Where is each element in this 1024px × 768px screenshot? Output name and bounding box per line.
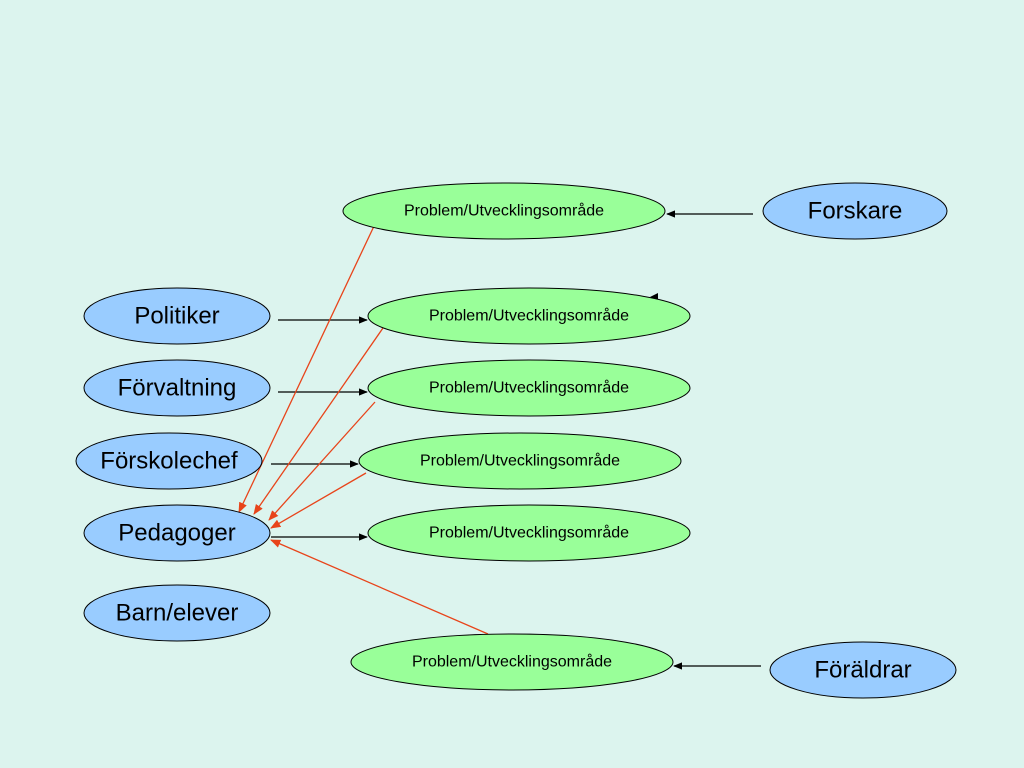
problem-node-6: Problem/Utvecklingsområde	[350, 633, 674, 691]
red-arrow-problem-2-to-pedagoger	[253, 327, 384, 515]
actor-node-forskare-label: Forskare	[808, 198, 903, 225]
actor-node-forskare: Forskare	[762, 182, 948, 240]
problem-node-5-label: Problem/Utvecklingsområde	[429, 524, 629, 542]
red-arrow-problem-3-to-pedagoger	[268, 401, 376, 521]
actor-node-forskolechef-label: Förskolechef	[100, 448, 238, 475]
actor-node-pedagoger: Pedagoger	[83, 504, 271, 562]
red-arrow-problem-6-to-pedagoger	[270, 539, 489, 635]
problem-node-1-label: Problem/Utvecklingsområde	[404, 202, 604, 220]
actor-node-politiker-label: Politiker	[134, 303, 219, 330]
actor-node-foraldrar-label: Föräldrar	[814, 657, 911, 684]
problem-node-4-label: Problem/Utvecklingsområde	[420, 452, 620, 470]
red-arrow-problem-4-to-pedagoger	[270, 472, 367, 529]
problem-node-5: Problem/Utvecklingsområde	[367, 504, 691, 562]
problem-node-3-label: Problem/Utvecklingsområde	[429, 379, 629, 397]
actor-node-pedagoger-label: Pedagoger	[118, 520, 235, 547]
actor-node-politiker: Politiker	[83, 287, 271, 345]
actor-node-foraldrar: Föräldrar	[769, 641, 957, 699]
problem-node-2: Problem/Utvecklingsområde	[367, 287, 691, 345]
problem-node-1: Problem/Utvecklingsområde	[342, 182, 666, 240]
problem-node-3: Problem/Utvecklingsområde	[367, 359, 691, 417]
actor-node-forvaltning: Förvaltning	[83, 359, 271, 417]
actor-node-forskolechef: Förskolechef	[75, 432, 263, 490]
problem-node-6-label: Problem/Utvecklingsområde	[412, 653, 612, 671]
problem-node-4: Problem/Utvecklingsområde	[358, 432, 682, 490]
actor-node-forvaltning-label: Förvaltning	[118, 375, 237, 402]
problem-node-2-label: Problem/Utvecklingsområde	[429, 307, 629, 325]
actor-node-barn-elever: Barn/elever	[83, 584, 271, 642]
actor-node-barn-elever-label: Barn/elever	[116, 600, 239, 627]
